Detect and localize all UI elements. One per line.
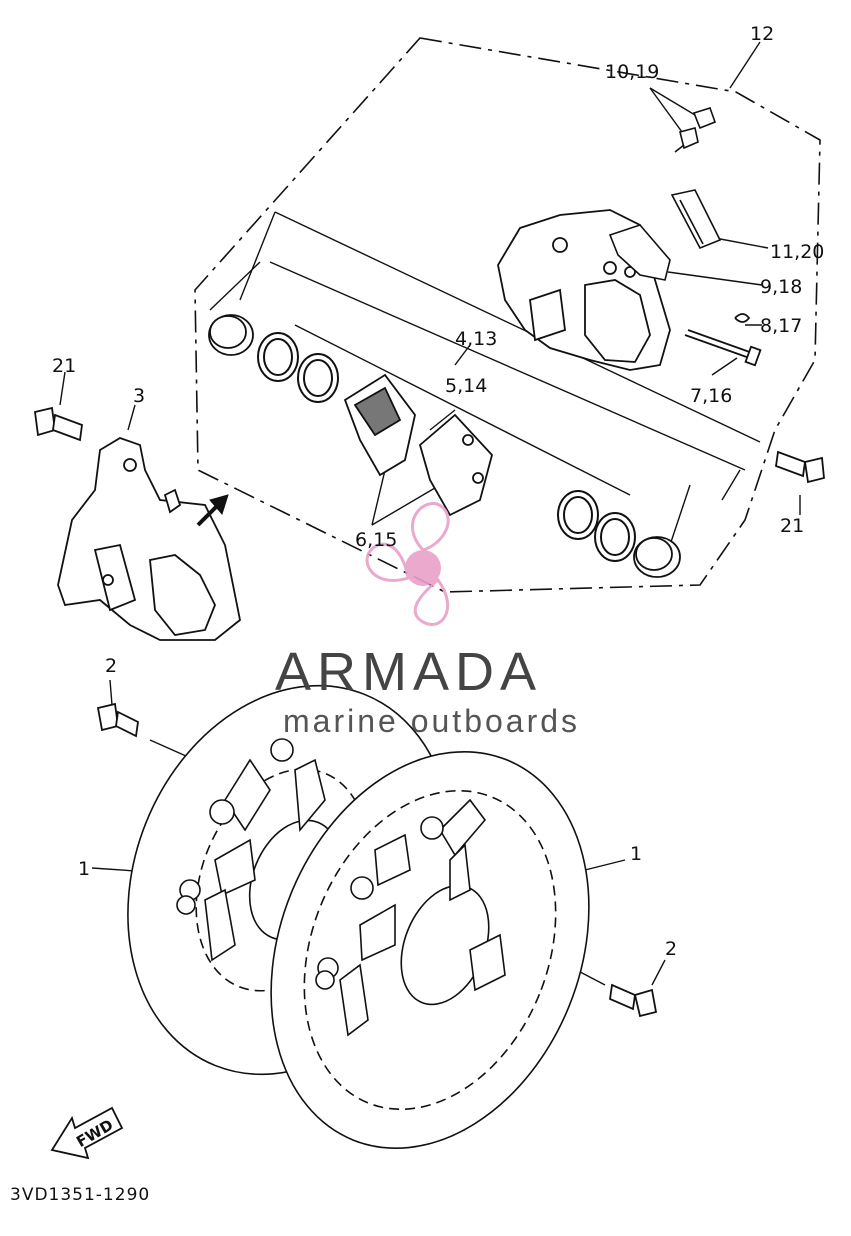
label-part-2-upper: 2 <box>105 655 117 677</box>
label-part-21-left: 21 <box>52 355 76 377</box>
bolt-2-upper <box>96 702 139 738</box>
brake-pads <box>343 373 493 517</box>
arrow-to-kit <box>196 494 229 527</box>
armada-logo-mark <box>365 502 450 626</box>
part-labels: 1 1 2 2 3 4,13 5,14 6,15 7,16 8,17 9,18 … <box>52 23 824 960</box>
caliper-assembly-left <box>57 437 241 641</box>
caliper-kit-boundary <box>194 37 821 593</box>
r-clip <box>734 313 751 323</box>
watermark-subtitle: marine outboards <box>283 703 580 739</box>
pad-spring <box>608 224 671 281</box>
pad-shim <box>670 189 722 250</box>
diagram-code: 3VD1351-1290 <box>10 1185 150 1205</box>
label-part-6-15: 6,15 <box>355 529 397 551</box>
label-part-1-right: 1 <box>630 843 642 865</box>
brake-disc-right <box>270 750 590 1150</box>
label-part-1-left: 1 <box>78 858 90 880</box>
bleed-screw <box>674 107 717 153</box>
label-part-5-14: 5,14 <box>445 375 487 397</box>
label-part-7-16: 7,16 <box>690 385 732 407</box>
bolt-21-left <box>34 406 83 442</box>
label-part-3: 3 <box>133 385 145 407</box>
bolt-21-right <box>775 450 825 484</box>
label-part-10-19: 10,19 <box>605 61 659 83</box>
label-part-4-13: 4,13 <box>455 328 497 350</box>
label-part-8-17: 8,17 <box>760 315 802 337</box>
label-part-11-20: 11,20 <box>770 241 824 263</box>
watermark-title: ARMADA <box>275 642 542 702</box>
label-part-21-right: 21 <box>780 515 804 537</box>
bolt-2-lower <box>609 983 658 1018</box>
label-part-2-lower: 2 <box>665 938 677 960</box>
piston-seals <box>257 332 636 562</box>
piston-cups <box>208 314 681 578</box>
label-part-12: 12 <box>750 23 774 45</box>
guide-lines <box>59 41 801 986</box>
fwd-arrow: FWD <box>50 1106 124 1160</box>
label-part-9-18: 9,18 <box>760 276 802 298</box>
pad-pin <box>684 329 762 367</box>
